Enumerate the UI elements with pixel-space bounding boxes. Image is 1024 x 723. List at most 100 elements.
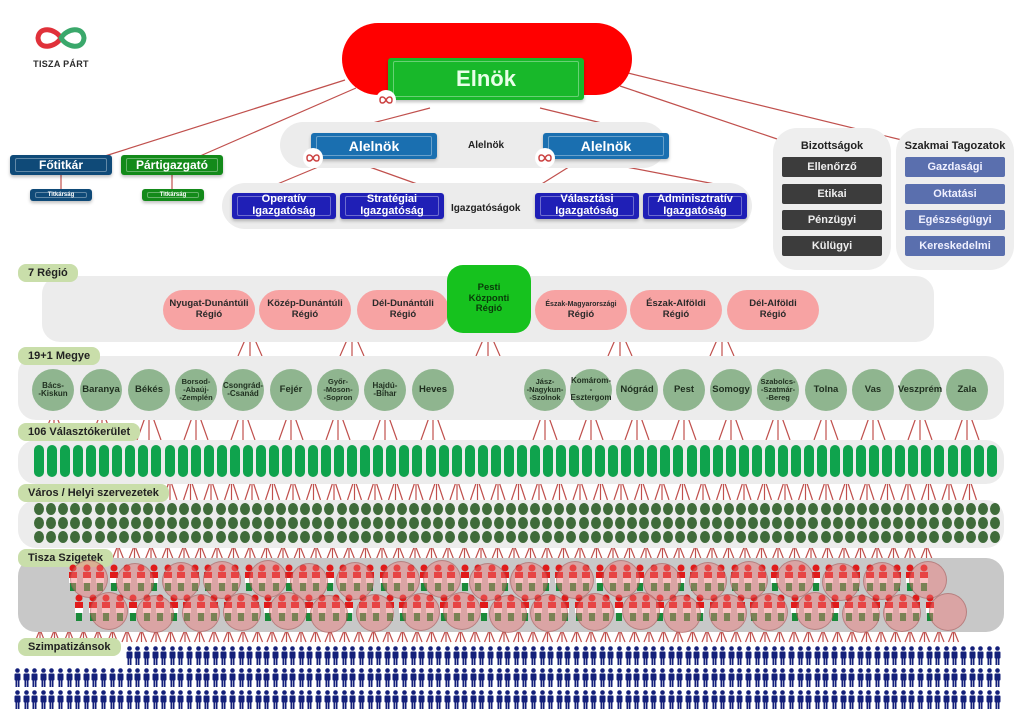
local-org-dot[interactable] [723, 517, 734, 529]
local-org-dot[interactable] [687, 531, 698, 543]
local-org-dot[interactable] [566, 531, 577, 543]
local-org-dot[interactable] [276, 503, 286, 515]
local-org-dot[interactable] [953, 531, 964, 543]
local-org-dot[interactable] [844, 531, 855, 543]
local-org-dot[interactable] [675, 517, 686, 529]
county-15[interactable]: Tolna [805, 369, 847, 411]
local-org-dot[interactable] [578, 503, 589, 515]
local-org-dot[interactable] [941, 503, 952, 515]
local-org-dot[interactable] [191, 531, 202, 543]
local-org-dot[interactable] [372, 531, 383, 543]
local-org-dot[interactable] [590, 531, 601, 543]
local-org-dot[interactable] [953, 503, 964, 515]
local-org-dot[interactable] [239, 503, 250, 515]
local-org-dot[interactable] [179, 531, 190, 543]
local-org-dot[interactable] [191, 503, 202, 515]
local-org-dot[interactable] [542, 517, 553, 529]
district-pill[interactable] [621, 445, 632, 477]
local-org-dot[interactable] [118, 517, 129, 529]
local-org-dot[interactable] [530, 517, 541, 529]
district-pill[interactable] [595, 445, 606, 477]
district-pill[interactable] [843, 445, 854, 477]
local-org-dot[interactable] [542, 503, 553, 515]
district-pill[interactable] [556, 445, 566, 477]
local-org-dot[interactable] [566, 517, 577, 529]
district-pill[interactable] [569, 445, 580, 477]
local-org-dot[interactable] [590, 517, 601, 529]
county-2[interactable]: Békés [128, 369, 170, 411]
district-pill[interactable] [255, 445, 266, 477]
local-org-dot[interactable] [675, 503, 686, 515]
district-pill[interactable] [438, 445, 449, 477]
local-org-dot[interactable] [917, 517, 928, 529]
local-org-dot[interactable] [203, 503, 214, 515]
local-org-dot[interactable] [142, 531, 153, 543]
island-group-circle[interactable] [382, 561, 420, 599]
local-org-dot[interactable] [360, 517, 371, 529]
island-group-circle[interactable] [576, 593, 614, 631]
local-org-dot[interactable] [856, 503, 867, 515]
local-org-dot[interactable] [796, 531, 807, 543]
district-pill[interactable] [373, 445, 384, 477]
local-org-dot[interactable] [82, 503, 93, 515]
local-org-dot[interactable] [46, 503, 57, 515]
district-pill[interactable] [295, 445, 305, 477]
district-pill[interactable] [164, 445, 175, 477]
district-pill[interactable] [216, 445, 227, 477]
local-org-dot[interactable] [409, 531, 420, 543]
local-org-dot[interactable] [796, 503, 807, 515]
island-group-circle[interactable] [136, 595, 174, 633]
local-org-dot[interactable] [372, 503, 383, 515]
local-org-dot[interactable] [155, 531, 165, 543]
local-org-dot[interactable] [348, 531, 359, 543]
local-org-dot[interactable] [457, 503, 468, 515]
local-org-dot[interactable] [82, 517, 93, 529]
island-group-circle[interactable] [269, 592, 307, 630]
committee-item[interactable]: Ellenőrző [782, 157, 882, 177]
local-org-dot[interactable] [518, 503, 528, 515]
local-org-dot[interactable] [276, 517, 286, 529]
local-org-dot[interactable] [445, 517, 456, 529]
local-org-dot[interactable] [203, 531, 214, 543]
local-org-dot[interactable] [263, 503, 274, 515]
district-pill[interactable] [895, 445, 906, 477]
local-org-dot[interactable] [663, 517, 674, 529]
district-pill[interactable] [582, 445, 593, 477]
local-org-dot[interactable] [760, 517, 770, 529]
local-org-dot[interactable] [989, 503, 1000, 515]
local-org-dot[interactable] [239, 531, 250, 543]
local-org-dot[interactable] [747, 503, 758, 515]
local-org-dot[interactable] [34, 531, 44, 543]
local-org-dot[interactable] [505, 531, 516, 543]
island-group-circle[interactable] [556, 561, 594, 599]
district-pill[interactable] [699, 445, 710, 477]
local-org-dot[interactable] [70, 503, 81, 515]
local-org-dot[interactable] [312, 503, 323, 515]
local-org-dot[interactable] [469, 503, 480, 515]
island-group-circle[interactable] [530, 594, 568, 632]
local-org-dot[interactable] [300, 517, 311, 529]
district-pill[interactable] [425, 445, 436, 477]
local-org-dot[interactable] [94, 517, 105, 529]
local-org-dot[interactable] [481, 517, 492, 529]
local-org-dot[interactable] [687, 503, 698, 515]
local-org-dot[interactable] [554, 517, 565, 529]
local-org-dot[interactable] [493, 503, 504, 515]
local-org-dot[interactable] [58, 517, 69, 529]
local-org-dot[interactable] [590, 503, 601, 515]
local-org-dot[interactable] [106, 531, 117, 543]
local-org-dot[interactable] [155, 503, 165, 515]
island-group-circle[interactable] [929, 593, 967, 631]
district-pill[interactable] [138, 445, 149, 477]
local-org-dot[interactable] [893, 503, 904, 515]
district-pill[interactable] [477, 445, 488, 477]
local-org-dot[interactable] [130, 531, 141, 543]
local-org-dot[interactable] [469, 517, 480, 529]
local-org-dot[interactable] [336, 503, 347, 515]
local-org-dot[interactable] [457, 517, 468, 529]
district-pill[interactable] [464, 445, 475, 477]
district-pill[interactable] [386, 445, 397, 477]
